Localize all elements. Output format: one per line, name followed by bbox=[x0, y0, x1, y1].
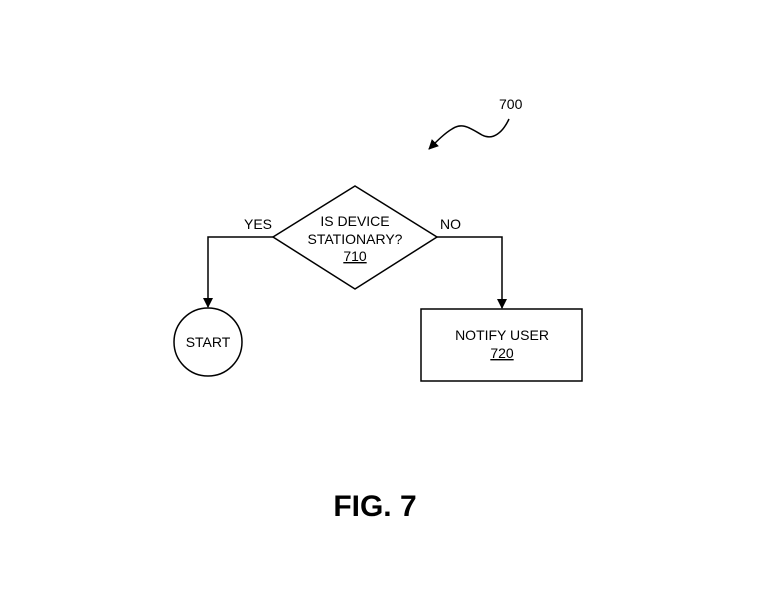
start-label: START bbox=[186, 334, 231, 350]
yes-branch-label: YES bbox=[244, 216, 272, 232]
notify-user-label: NOTIFY USER bbox=[455, 327, 549, 343]
start-terminal-circle bbox=[173, 307, 243, 377]
yes-branch-arrow bbox=[203, 236, 273, 308]
reference-leader-arrow bbox=[428, 118, 510, 150]
decision-text-line1: IS DEVICE bbox=[320, 213, 389, 229]
no-branch-arrow bbox=[437, 236, 507, 309]
decision-diamond bbox=[271, 185, 439, 290]
figure-reference-numeral: 700 bbox=[499, 96, 523, 112]
notify-user-reference-number: 720 bbox=[490, 345, 514, 361]
no-branch-label: NO bbox=[440, 216, 461, 232]
decision-text-line2: STATIONARY? bbox=[308, 231, 403, 247]
notify-user-box bbox=[420, 308, 583, 382]
figure-caption: FIG. 7 bbox=[333, 490, 416, 523]
decision-reference-number: 710 bbox=[343, 248, 367, 264]
